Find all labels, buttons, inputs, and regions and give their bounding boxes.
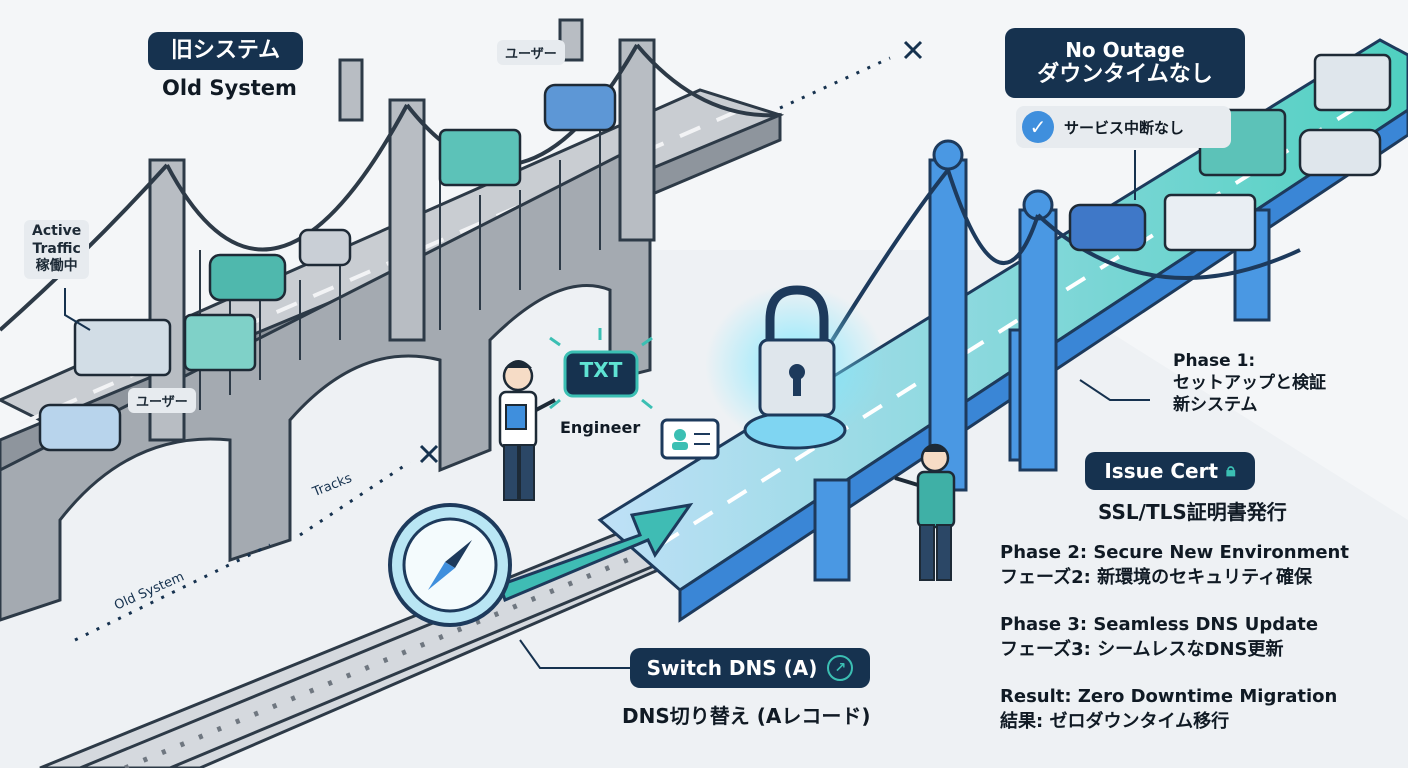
user-tag-mid: ユーザー bbox=[128, 388, 196, 413]
id-badge-icon bbox=[660, 418, 720, 460]
old-system-title-en: Old System bbox=[162, 76, 297, 100]
phase1-line1: セットアップと検証 bbox=[1173, 373, 1326, 394]
lock-icon: 🔒︎ bbox=[1226, 459, 1236, 481]
issue-cert-label: Issue Cert bbox=[1104, 458, 1219, 483]
operator-figure bbox=[894, 443, 956, 581]
user-tag-top: ユーザー bbox=[497, 40, 565, 65]
phase1-line2: 新システム bbox=[1173, 395, 1258, 416]
result-en: Result: Zero Downtime Migration bbox=[1000, 686, 1338, 707]
compass-icon bbox=[388, 502, 694, 627]
active-traffic-tag: Active Traffic 稼働中 bbox=[24, 220, 90, 279]
result-block: Result: Zero Downtime Migration 結果: ゼロダウ… bbox=[1000, 684, 1337, 734]
phase2-block: Phase 2: Secure New Environment フェーズ2: 新… bbox=[1000, 540, 1349, 590]
new-bridge bbox=[597, 38, 1408, 623]
phase3-jp: フェーズ3: シームレスなDNS更新 bbox=[1000, 639, 1284, 661]
compass-small-icon: ↗ bbox=[827, 655, 854, 681]
active-traffic-line1: Active bbox=[32, 223, 82, 239]
phase3-block: Phase 3: Seamless DNS Update フェーズ3: シームレ… bbox=[1000, 612, 1318, 662]
no-outage-jp: ダウンタイムなし bbox=[1037, 61, 1213, 87]
issue-cert-sub: SSL/TLS証明書発行 bbox=[1098, 500, 1287, 524]
phase1-block: Phase 1: セットアップと検証 新システム bbox=[1173, 350, 1326, 416]
engineer-label: Engineer bbox=[560, 418, 641, 437]
issue-cert-badge: Issue Cert 🔒︎ bbox=[1085, 452, 1255, 490]
dotted-flow-lines bbox=[74, 56, 891, 642]
padlock-icon bbox=[705, 285, 885, 450]
txt-record-icon bbox=[549, 328, 653, 410]
active-traffic-line2: Traffic bbox=[32, 240, 81, 257]
phase2-en: Phase 2: Secure New Environment bbox=[1000, 542, 1349, 563]
old-bridge bbox=[0, 18, 785, 622]
x-marks bbox=[419, 40, 923, 464]
old-system-title-jp: 旧システム bbox=[170, 38, 281, 64]
switch-dns-badge: Switch DNS (A) ↗ bbox=[630, 648, 870, 688]
switch-dns-sub: DNS切り替え (Aレコード) bbox=[622, 704, 871, 728]
engineer-figure bbox=[498, 360, 556, 501]
service-no-interruption: ✓ サービス中断なし bbox=[1016, 106, 1231, 148]
phase3-en: Phase 3: Seamless DNS Update bbox=[1000, 614, 1319, 635]
txt-label: TXT bbox=[579, 358, 623, 382]
check-circle-icon: ✓ bbox=[1022, 111, 1054, 143]
phase2-jp: フェーズ2: 新環境のセキュリティ確保 bbox=[1000, 567, 1313, 589]
result-jp: 結果: ゼロダウンタイム移行 bbox=[1000, 711, 1230, 733]
switch-dns-label: Switch DNS (A) bbox=[646, 655, 818, 680]
service-label: サービス中断なし bbox=[1064, 118, 1185, 137]
phase1-title: Phase 1: bbox=[1173, 351, 1256, 371]
no-outage-en: No Outage bbox=[1065, 37, 1185, 62]
no-outage-badge: No Outage ダウンタイムなし bbox=[1005, 28, 1245, 98]
active-traffic-line3: 稼働中 bbox=[35, 258, 78, 274]
old-system-badge: 旧システム bbox=[148, 32, 303, 70]
callout-lines bbox=[64, 150, 1150, 669]
